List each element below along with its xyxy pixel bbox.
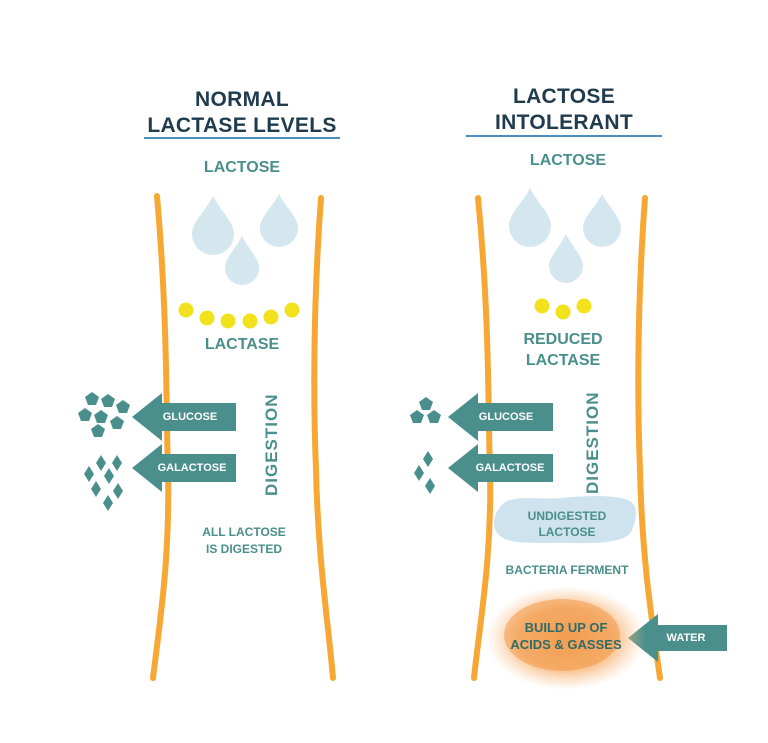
buildup-label: BUILD UP OF ACIDS & GASSES bbox=[498, 619, 634, 653]
left-result-line2: IS DIGESTED bbox=[205, 542, 282, 556]
lactose-drop-icon bbox=[260, 194, 298, 247]
lactose-drop-icon bbox=[509, 188, 551, 247]
undigested-lactose-cloud bbox=[494, 496, 636, 544]
lactase-dot bbox=[242, 313, 258, 329]
right-digestion-label: DIGESTION bbox=[583, 391, 602, 494]
left-lactase-label: LACTASE bbox=[204, 336, 280, 353]
buildup-line2: ACIDS & GASSES bbox=[510, 637, 622, 652]
acid-gas-cloud-core bbox=[504, 599, 620, 671]
glucose-arrow bbox=[448, 393, 553, 441]
right-lactase-line1: REDUCED bbox=[523, 331, 603, 348]
glucose-arrow bbox=[132, 393, 236, 441]
right-title-line2: INTOLERANT bbox=[495, 111, 633, 134]
undigested-line1: UNDIGESTED bbox=[527, 509, 607, 523]
right-title-line1: LACTOSE bbox=[512, 85, 616, 108]
lactase-dot bbox=[284, 302, 300, 318]
left-intestine-wall-right bbox=[311, 195, 336, 681]
right-glucose-label: GLUCOSE bbox=[478, 411, 534, 423]
lactase-dot bbox=[263, 309, 279, 325]
water-label: WATER bbox=[666, 632, 706, 644]
lactase-dot bbox=[178, 302, 194, 318]
left-digestion-label: DIGESTION bbox=[262, 393, 281, 496]
right-title: LACTOSE INTOLERANT bbox=[466, 84, 662, 136]
lactose-drop-icon bbox=[583, 194, 621, 247]
buildup-line1: BUILD UP OF bbox=[524, 620, 608, 635]
glucose-molecules-icon bbox=[78, 392, 130, 437]
left-title: NORMAL LACTASE LEVELS bbox=[144, 87, 340, 139]
lactase-dot bbox=[534, 298, 550, 314]
right-lactase-line2: LACTASE bbox=[525, 352, 601, 369]
left-galactose-label: GALACTOSE bbox=[157, 462, 227, 474]
galactose-arrow bbox=[448, 444, 553, 492]
undigested-line2: LACTOSE bbox=[538, 525, 596, 539]
left-result-line1: ALL LACTOSE bbox=[202, 525, 286, 539]
lactase-dot bbox=[199, 310, 215, 326]
galactose-arrow bbox=[132, 444, 236, 492]
galactose-molecules-icon bbox=[84, 455, 123, 511]
left-lactose-label: LACTOSE bbox=[203, 159, 281, 176]
bacteria-ferment-label: BACTERIA FERMENT bbox=[505, 563, 629, 577]
lactose-drop-icon bbox=[192, 196, 234, 255]
water-arrow bbox=[628, 614, 727, 662]
galactose-molecules-icon bbox=[414, 451, 435, 494]
left-glucose-label: GLUCOSE bbox=[162, 411, 218, 423]
left-title-line2: LACTASE LEVELS bbox=[147, 114, 337, 137]
lactose-drop-icon bbox=[225, 236, 259, 285]
right-galactose-label: GALACTOSE bbox=[475, 462, 545, 474]
right-intestine-wall-right bbox=[635, 195, 663, 681]
lactose-drop-icon bbox=[549, 234, 583, 283]
glucose-molecules-icon bbox=[410, 397, 441, 423]
lactase-dot bbox=[555, 304, 571, 320]
right-reduced-lactase-label: REDUCED LACTASE bbox=[498, 329, 628, 371]
left-title-line1: NORMAL bbox=[195, 88, 289, 111]
right-lactose-label: LACTOSE bbox=[529, 152, 607, 169]
left-result-label: ALL LACTOSE IS DIGESTED bbox=[176, 524, 312, 558]
lactase-dot bbox=[576, 298, 592, 314]
undigested-lactose-label: UNDIGESTED LACTOSE bbox=[502, 508, 632, 540]
lactase-dot bbox=[220, 313, 236, 329]
